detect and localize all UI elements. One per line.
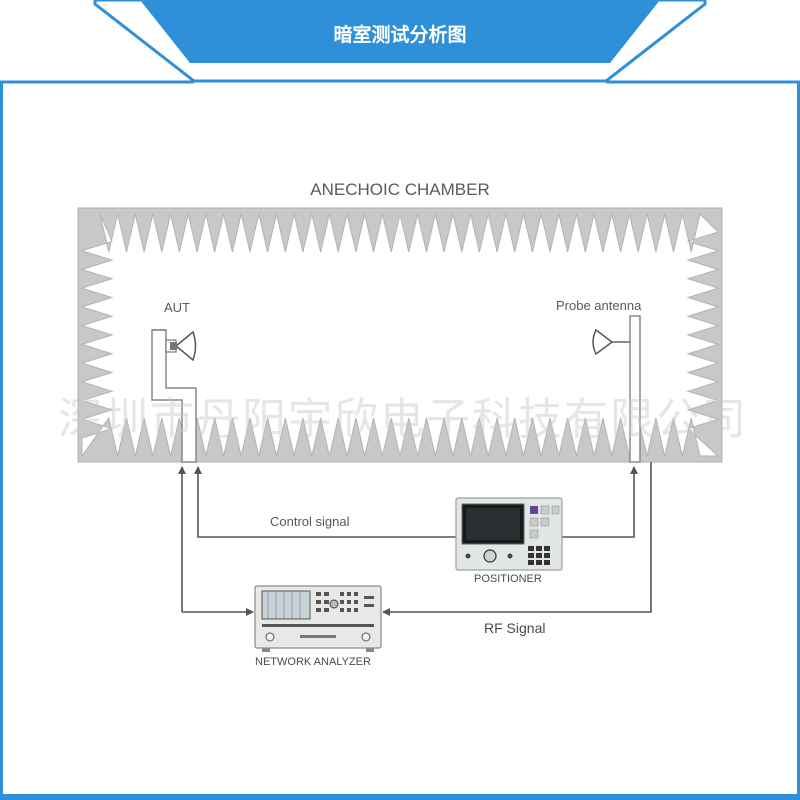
chamber-absorber-spikes	[80, 213, 720, 458]
anechoic-chamber	[77, 207, 723, 463]
control-signal-label: Control signal	[270, 514, 350, 529]
probe-antenna-label: Probe antenna	[556, 298, 642, 313]
company-watermark: 深圳市丹阳宇欣电子科技有限公司	[58, 394, 748, 445]
probe-antenna-icon	[592, 328, 614, 356]
aut-horn-icon	[170, 330, 197, 362]
probe-mast	[612, 315, 641, 463]
page-frame	[0, 82, 800, 800]
aut-label: AUT	[164, 300, 190, 315]
page-title: 暗室测试分析图	[333, 24, 467, 46]
network-analyzer-device	[254, 585, 382, 652]
positioner-label: POSITIONER	[474, 573, 542, 585]
signal-lines	[178, 462, 652, 616]
positioner-device	[455, 497, 563, 571]
network-analyzer-label: NETWORK ANALYZER	[255, 656, 371, 668]
title-banner	[0, 0, 800, 84]
rf-signal-label: RF Signal	[484, 620, 546, 636]
aut-stand	[151, 329, 197, 463]
chamber-label: ANECHOIC CHAMBER	[310, 180, 490, 199]
